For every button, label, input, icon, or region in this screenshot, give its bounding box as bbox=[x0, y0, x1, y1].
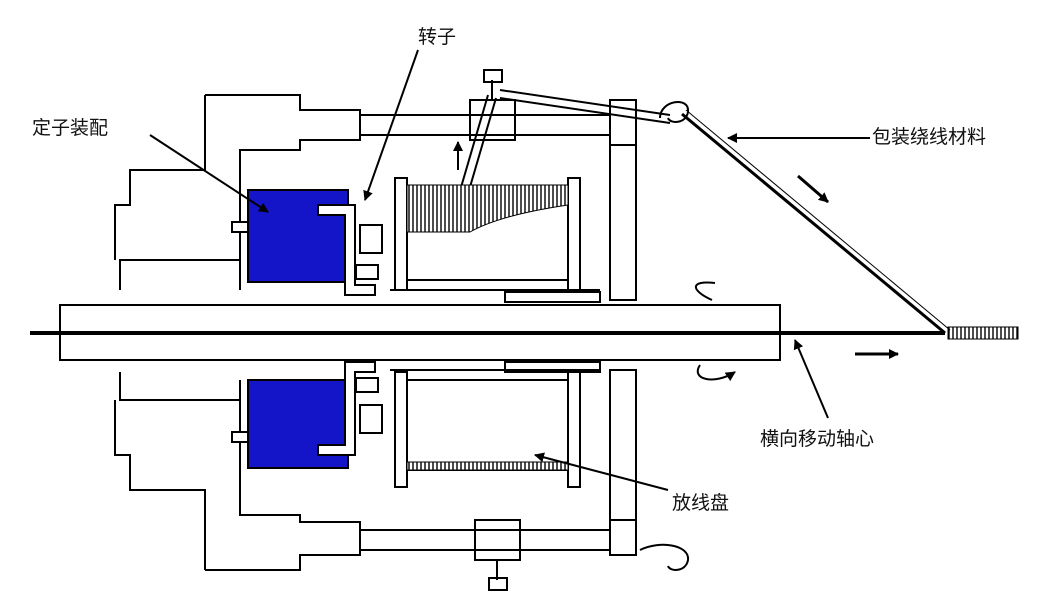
leader-shaft bbox=[793, 339, 829, 419]
leader-rotor bbox=[363, 49, 419, 201]
wrapped-wire bbox=[947, 326, 1019, 340]
leader-reel bbox=[534, 452, 669, 491]
stator-top bbox=[247, 189, 349, 283]
leader-stator bbox=[149, 134, 269, 213]
housing-outline-lower bbox=[114, 372, 361, 571]
label-wrapping-material: 包装绕线材料 bbox=[872, 126, 987, 148]
rotor-top bbox=[317, 204, 376, 296]
label-traverse-shaft: 横向移动轴心 bbox=[760, 428, 875, 450]
bottom-hook bbox=[639, 543, 690, 571]
rotation-arrow bbox=[694, 281, 735, 379]
top-hook bbox=[659, 100, 690, 123]
label-rotor: 转子 bbox=[418, 26, 457, 48]
label-stator: 定子装配 bbox=[32, 117, 109, 139]
wound-material bbox=[406, 184, 569, 233]
housing-outline bbox=[114, 94, 361, 290]
rotor-bottom bbox=[317, 361, 376, 456]
label-pay-off-reel: 放线盘 bbox=[672, 492, 730, 514]
wrapping-tape bbox=[681, 112, 946, 335]
